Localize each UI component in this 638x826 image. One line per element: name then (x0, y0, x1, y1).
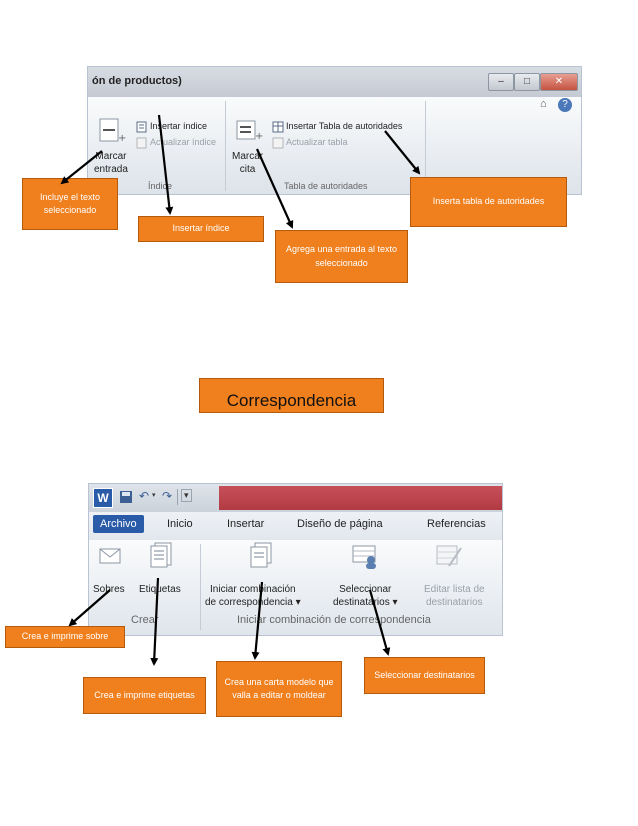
group-separator (425, 101, 426, 191)
tab-diseno-pagina[interactable]: Diseño de página (297, 518, 383, 530)
callout-crea-sobre: Crea e imprime sobre (5, 626, 125, 648)
close-button[interactable]: ✕ (540, 73, 578, 91)
svg-text:+: + (118, 133, 126, 144)
svg-text:+: + (255, 131, 263, 142)
title-bar-red (219, 486, 502, 510)
insert-index-icon (136, 121, 147, 133)
help-icon[interactable]: ? (558, 98, 572, 112)
mark-entry-button[interactable]: Marcar entrada (94, 151, 128, 175)
tab-insertar[interactable]: Insertar (227, 518, 265, 530)
arrow-line (68, 589, 111, 627)
etiquetas-button[interactable]: Etiquetas (139, 584, 181, 595)
undo-icon[interactable]: ↶ (139, 489, 150, 503)
section-heading: Correspondencia (199, 378, 384, 413)
group-label-iniciar: Iniciar combinación de correspondencia (237, 614, 431, 626)
tab-archivo[interactable]: Archivo (93, 515, 144, 533)
callout-incluye-texto: Incluye el texto seleccionado (22, 178, 118, 230)
callout-insertar-indice: Insertar índice (138, 216, 264, 242)
tab-inicio[interactable]: Inicio (167, 518, 193, 530)
insert-index-button[interactable]: Insertar índice (150, 121, 208, 131)
qat-separator (177, 489, 178, 505)
minimize-button[interactable]: – (488, 73, 514, 91)
edit-recipient-list-icon (436, 545, 462, 567)
restore-button[interactable]: □ (514, 73, 540, 91)
update-index-button[interactable]: Actualizar índice (150, 137, 217, 147)
window-titlebar: ón de productos) – □ ✕ (88, 67, 581, 97)
quick-access-toolbar: W ↶ ▾ ↷ ▾ (89, 484, 502, 512)
envelope-icon (99, 548, 121, 564)
arrow-line (150, 577, 160, 666)
insert-table-button[interactable]: Insertar Tabla de autoridades (286, 121, 403, 131)
mailings-ribbon-screenshot: W ↶ ▾ ↷ ▾ Archivo Inicio Insertar Diseño… (88, 483, 503, 636)
update-table-icon (272, 137, 284, 149)
window-title: ón de productos) (92, 75, 182, 87)
ribbon-tabs: Archivo Inicio Insertar Diseño de página… (89, 512, 502, 540)
update-table-button[interactable]: Actualizar tabla (286, 137, 348, 147)
group-label-crear: Crear (131, 614, 159, 626)
group-separator (225, 101, 226, 191)
seleccionar-destinatarios-button[interactable]: Seleccionar destinatarios ▾ (333, 584, 398, 608)
mark-citation-icon: + (236, 120, 263, 142)
mark-citation-button[interactable]: Marcar cita (232, 151, 264, 175)
sobres-button[interactable]: Sobres (93, 584, 125, 595)
group-separator (200, 544, 201, 630)
iniciar-combinacion-button[interactable]: Iniciar combinación de correspondencia ▾ (205, 584, 301, 608)
update-index-icon (136, 137, 147, 149)
insert-table-icon (272, 121, 284, 133)
ribbon-collapse-icon[interactable]: ⌂ (540, 98, 547, 110)
arrow-line (157, 114, 174, 215)
save-icon[interactable] (119, 490, 133, 504)
arrow-line (255, 148, 294, 229)
customize-qat-icon[interactable]: ▾ (181, 489, 192, 502)
arrow-line (60, 150, 103, 185)
tab-referencias[interactable]: Referencias (427, 518, 486, 530)
undo-dropdown-icon[interactable]: ▾ (152, 492, 156, 499)
select-recipients-icon (352, 545, 376, 569)
group-label-tabla: Tabla de autoridades (284, 181, 368, 191)
callout-seleccionar-destinatarios: Seleccionar destinatarios (364, 657, 485, 694)
start-mail-merge-icon (250, 542, 272, 568)
labels-icon (150, 542, 172, 568)
redo-icon[interactable]: ↷ (162, 489, 173, 503)
callout-agrega-entrada: Agrega una entrada al texto seleccionado (275, 230, 408, 283)
arrow-line (368, 589, 391, 656)
editar-lista-button[interactable]: Editar lista de destinatarios (424, 584, 485, 608)
mark-entry-icon: + (99, 118, 126, 144)
word-logo-icon[interactable]: W (93, 488, 113, 508)
callout-inserta-tabla: Inserta tabla de autoridades (410, 177, 567, 227)
group-label-indice: Índice (148, 181, 173, 191)
callout-crea-etiquetas: Crea e imprime etiquetas (83, 677, 206, 714)
callout-crea-carta: Crea una carta modelo que valla a editar… (216, 661, 342, 717)
arrow-line (384, 130, 421, 175)
arrow-line (251, 581, 264, 660)
